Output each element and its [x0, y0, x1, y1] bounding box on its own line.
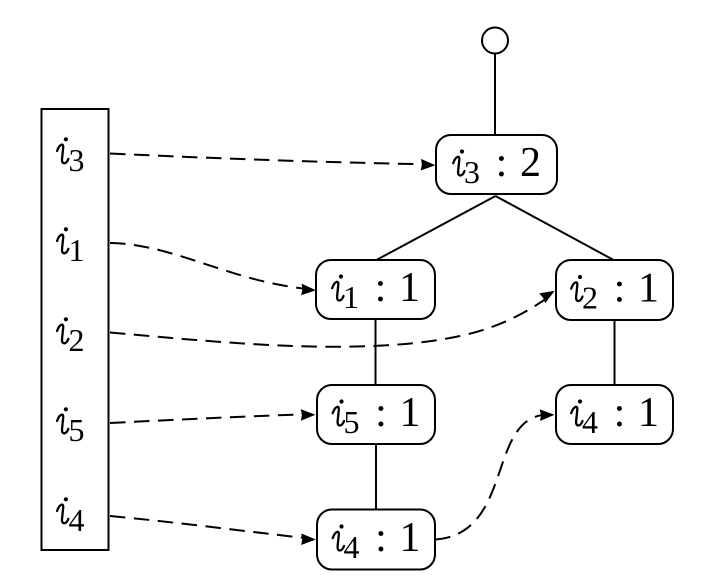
- svg-text:1: 1: [400, 390, 421, 436]
- svg-text:5: 5: [69, 412, 85, 448]
- svg-text:1: 1: [399, 265, 420, 311]
- svg-text:1: 1: [638, 266, 659, 312]
- svg-text:2: 2: [520, 140, 541, 186]
- svg-text:2: 2: [69, 322, 85, 358]
- svg-text:3: 3: [69, 142, 85, 178]
- svg-text::: :: [375, 265, 387, 311]
- svg-text:1: 1: [69, 232, 85, 268]
- svg-text:2: 2: [582, 280, 598, 316]
- svg-text::: :: [496, 140, 508, 186]
- svg-text:1: 1: [343, 279, 359, 315]
- svg-text:5: 5: [344, 404, 360, 440]
- svg-text:3: 3: [464, 154, 480, 190]
- svg-text::: :: [375, 515, 387, 561]
- svg-text::: :: [375, 390, 387, 436]
- svg-text:4: 4: [582, 404, 598, 440]
- svg-text:4: 4: [344, 529, 360, 565]
- svg-text:1: 1: [400, 515, 421, 561]
- svg-text:4: 4: [69, 502, 85, 538]
- svg-text::: :: [614, 390, 626, 436]
- svg-text::: :: [614, 266, 626, 312]
- svg-text:1: 1: [638, 390, 659, 436]
